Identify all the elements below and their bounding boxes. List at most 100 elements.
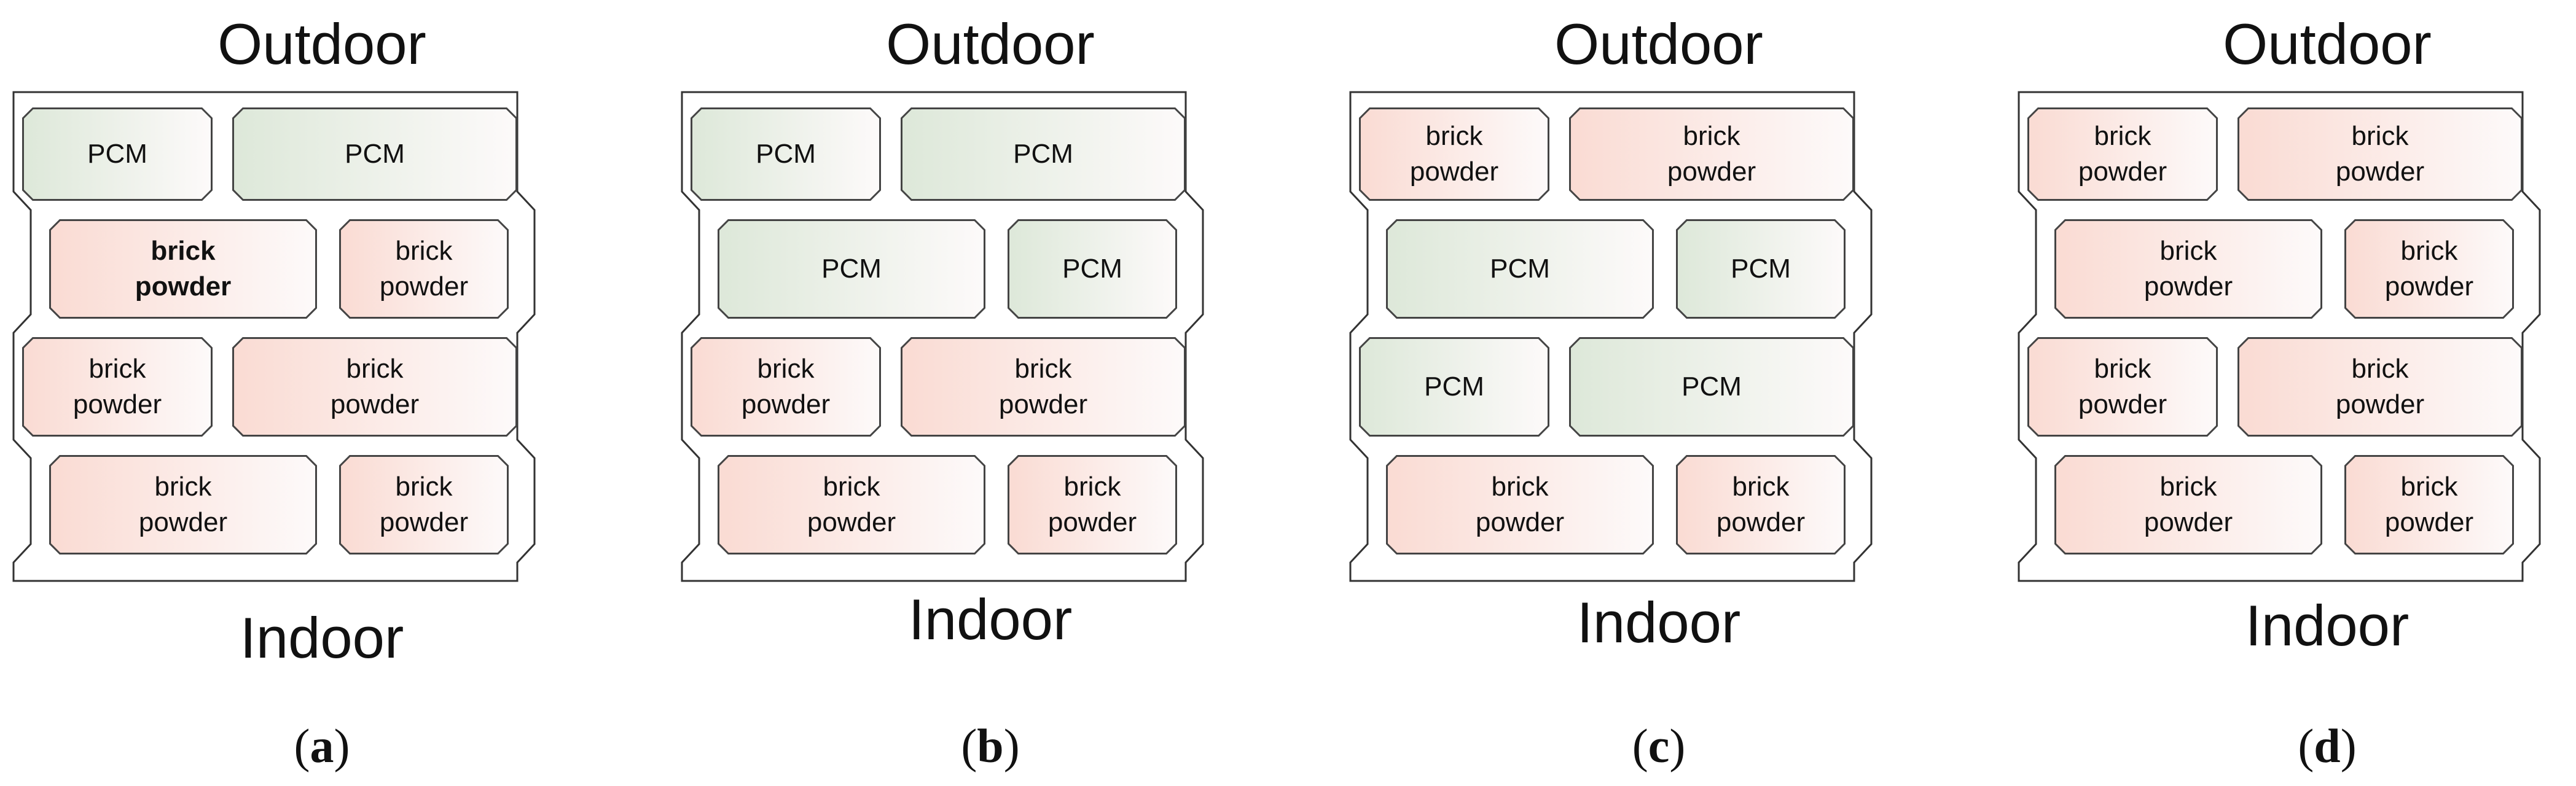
indoor-label: Indoor <box>908 587 1073 652</box>
brick-shape <box>2237 107 2523 201</box>
brick-shape <box>232 107 517 201</box>
pcm-brick: PCM <box>691 107 881 201</box>
outdoor-label: Outdoor <box>886 12 1095 76</box>
panel-caption: (d) <box>2005 718 2576 774</box>
brick-label: brick powder <box>1409 121 1499 187</box>
brick-shape <box>2054 455 2322 554</box>
brick-label: brick powder <box>807 472 896 537</box>
brick-label: brick powder <box>2078 354 2167 419</box>
brick-label: brick powder <box>1716 472 1806 537</box>
brick-label: brick powder <box>72 354 162 419</box>
brick-shape <box>232 337 517 437</box>
caption-paren: ) <box>334 719 350 772</box>
caption-paren: ( <box>1632 719 1648 772</box>
brick-shape <box>2027 337 2218 437</box>
brick-shape <box>1386 455 1654 554</box>
brick-shape <box>1359 337 1549 437</box>
brick-label: brick powder <box>1047 472 1137 537</box>
brick-shape <box>49 219 317 319</box>
brick-shape <box>1359 107 1549 201</box>
panel-caption: (c) <box>1337 718 1981 774</box>
brick-powder-brick: brick powder <box>2344 219 2514 319</box>
brick-powder-brick: brick powder <box>718 455 985 554</box>
brick-shape <box>901 107 1186 201</box>
brick-powder-brick: brick powder <box>2054 219 2322 319</box>
brick-label: PCM <box>87 139 147 169</box>
brick-label: brick powder <box>741 354 831 419</box>
brick-label: brick powder <box>2143 236 2233 302</box>
brick-powder-brick: brick powder <box>1569 107 1854 201</box>
caption-letter: c <box>1648 719 1670 772</box>
indoor-label: Indoor <box>2245 593 2410 658</box>
brick-powder-brick: brick powder <box>339 455 509 554</box>
brick-shape <box>1008 455 1177 554</box>
brick-powder-brick: brick powder <box>1676 455 1846 554</box>
brick-powder-brick: brick powder <box>49 455 317 554</box>
brick-powder-brick: brick powder <box>49 219 317 319</box>
caption-paren: ( <box>961 719 977 772</box>
brick-powder-brick: brick powder <box>2027 107 2218 201</box>
brick-label: brick powder <box>2384 472 2474 537</box>
pcm-brick: PCM <box>718 219 985 319</box>
brick-shape <box>1676 455 1846 554</box>
wall-outline <box>1349 91 1873 582</box>
pcm-brick: PCM <box>901 107 1186 201</box>
brick-powder-brick: brick powder <box>1386 455 1654 554</box>
brick-powder-brick: brick powder <box>2027 337 2218 437</box>
panel-caption: (b) <box>668 718 1312 774</box>
pcm-brick: PCM <box>1569 337 1854 437</box>
brick-label: brick powder <box>1667 121 1756 187</box>
caption-paren: ) <box>1003 719 1020 772</box>
indoor-label: Indoor <box>1576 590 1741 655</box>
brick-label: PCM <box>1731 254 1791 284</box>
brick-shape <box>339 455 509 554</box>
pcm-brick: PCM <box>22 107 213 201</box>
wall-outline-path <box>681 91 1204 582</box>
caption-letter: a <box>310 719 334 772</box>
brick-label: brick powder <box>2384 236 2474 302</box>
brick-label: PCM <box>1681 372 1742 402</box>
outdoor-label: Outdoor <box>1554 12 1763 76</box>
brick-powder-brick: brick powder <box>232 337 517 437</box>
brick-shape <box>718 455 985 554</box>
brick-label: brick powder <box>2078 121 2167 187</box>
brick-label: PCM <box>756 139 816 169</box>
brick-label: PCM <box>1062 254 1122 284</box>
brick-shape <box>22 337 213 437</box>
wall-outline <box>681 91 1204 582</box>
brick-shape <box>1569 337 1854 437</box>
brick-powder-brick: brick powder <box>2054 455 2322 554</box>
wall-outline-path <box>12 91 536 582</box>
brick-shape <box>1569 107 1854 201</box>
pcm-brick: PCM <box>1359 337 1549 437</box>
brick-shape <box>1386 219 1654 319</box>
panel-d: Outdoor brick powder brick powder brick pow… <box>2005 0 2576 786</box>
caption-paren: ( <box>294 719 310 772</box>
brick-shape <box>901 337 1186 437</box>
outdoor-label: Outdoor <box>2223 12 2432 76</box>
pcm-brick: PCM <box>1676 219 1846 319</box>
brick-label: brick powder <box>379 236 469 302</box>
brick-shape <box>339 219 509 319</box>
brick-powder-brick: brick powder <box>901 337 1186 437</box>
brick-powder-brick: brick powder <box>2237 107 2523 201</box>
caption-paren: ( <box>2298 719 2314 772</box>
brick-shape <box>22 107 213 201</box>
brick-shape <box>49 455 317 554</box>
brick-label: PCM <box>1424 372 1484 402</box>
brick-shape <box>2344 219 2514 319</box>
brick-label: brick powder <box>2335 121 2425 187</box>
brick-powder-brick: brick powder <box>1008 455 1177 554</box>
brick-shape <box>2027 107 2218 201</box>
wall-outline <box>2018 91 2541 582</box>
brick-label: brick powder <box>138 472 228 537</box>
brick-shape <box>2344 455 2514 554</box>
brick-shape <box>691 337 881 437</box>
brick-label: brick powder <box>379 472 469 537</box>
brick-shape <box>2237 337 2523 437</box>
wall-outline-path <box>1349 91 1873 582</box>
brick-label: PCM <box>1490 254 1550 284</box>
brick-shape <box>691 107 881 201</box>
brick-shape <box>1008 219 1177 319</box>
